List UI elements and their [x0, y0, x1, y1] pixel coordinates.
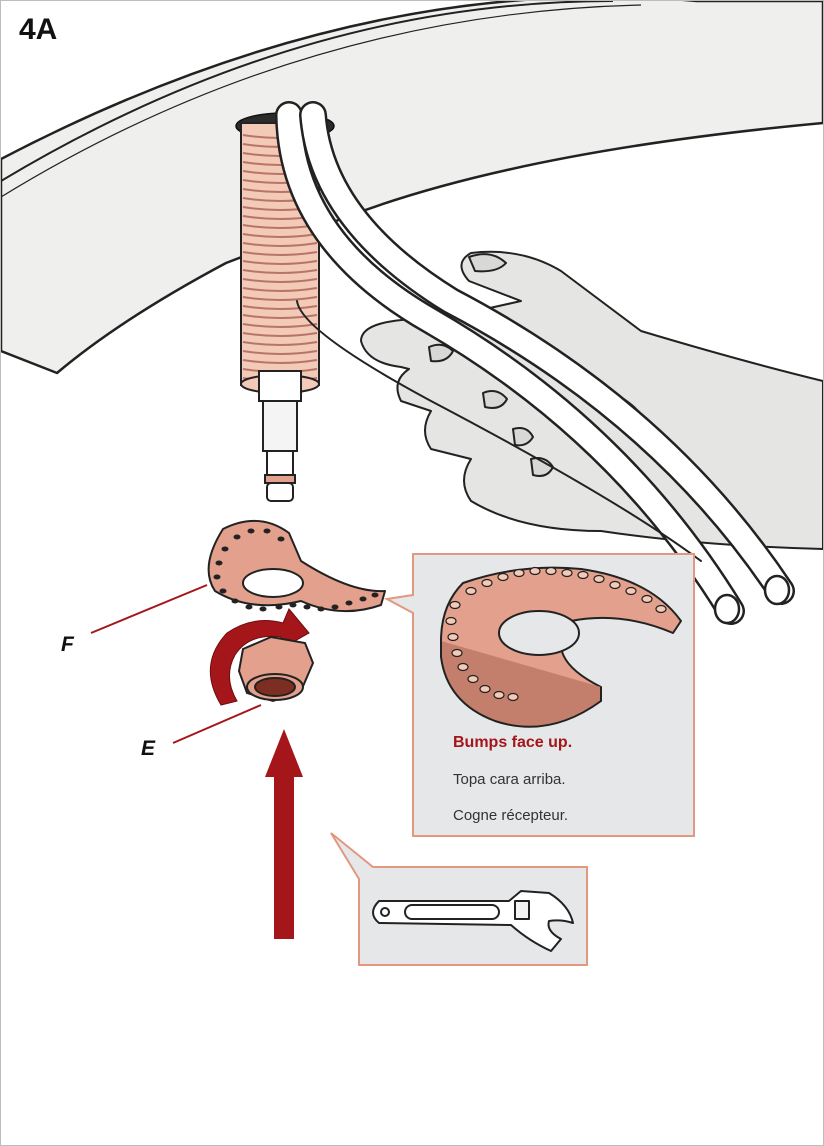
spacer-bump [232, 599, 239, 604]
callout-bump [480, 686, 490, 693]
spacer-bump [332, 605, 339, 610]
part-label-e: E [141, 737, 155, 761]
spacer-bump [214, 575, 221, 580]
callout-bump [450, 602, 460, 609]
spacer-bump [222, 547, 229, 552]
callout-bump [642, 596, 652, 603]
spacer-bump [278, 537, 285, 542]
quick-connect-fitting [259, 371, 301, 501]
callout-bump [530, 568, 540, 575]
supply-line-end [765, 576, 789, 604]
spacer-bump [264, 529, 271, 534]
callout-bump [626, 588, 636, 595]
callout-bump [468, 676, 478, 683]
callout-bump [448, 634, 458, 641]
spacer-bump [360, 597, 367, 602]
callout-bump [578, 572, 588, 579]
callout-bump [546, 568, 556, 575]
callout-bump [508, 694, 518, 701]
nut-e [239, 637, 313, 701]
callout-caption-french: Cogne récepteur. [453, 807, 568, 824]
supply-line-end [715, 595, 739, 623]
callout-bump [514, 570, 524, 577]
callout-bump [562, 570, 572, 577]
part-label-f: F [61, 633, 74, 657]
callout-bump [452, 650, 462, 657]
spacer-bump [248, 529, 255, 534]
up-arrow [265, 729, 303, 939]
spacer-bump [216, 561, 223, 566]
spacer-bump [246, 605, 253, 610]
spacer-bump [346, 601, 353, 606]
spacer-bump [234, 535, 241, 540]
spacer-bump [220, 589, 227, 594]
spacer-bump [304, 605, 311, 610]
spacer-bump [372, 593, 379, 598]
callout-box [387, 554, 694, 836]
callout-bump [458, 664, 468, 671]
callout-bump [498, 574, 508, 581]
callout-bump [482, 580, 492, 587]
callout-bump [610, 582, 620, 589]
callout-bump [594, 576, 604, 583]
spacer-bump [260, 607, 267, 612]
step-number: 4A [19, 13, 57, 47]
spacer-bump [290, 603, 297, 608]
leader-line-f [91, 585, 207, 633]
spacer-f [209, 521, 385, 611]
callout-bump [466, 588, 476, 595]
wrench-callout [331, 833, 587, 965]
callout-bump [494, 692, 504, 699]
callout-caption-spanish: Topa cara arriba. [453, 771, 566, 788]
callout-bump [656, 606, 666, 613]
callout-caption-english: Bumps face up. [453, 734, 572, 752]
callout-bump [446, 618, 456, 625]
spacer-bump [318, 607, 325, 612]
leader-line-e [173, 705, 261, 743]
spacer-bump [276, 605, 283, 610]
